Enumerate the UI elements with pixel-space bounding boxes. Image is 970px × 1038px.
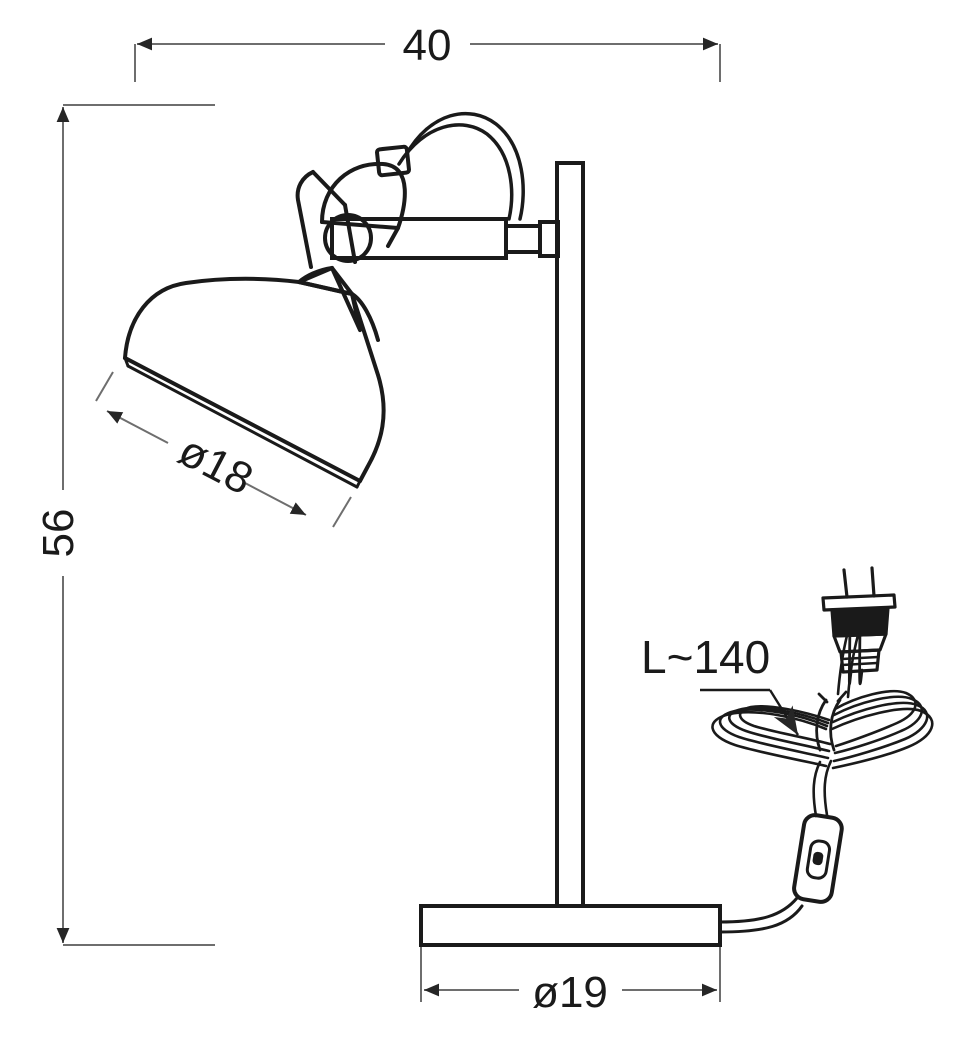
switch-rocker <box>805 839 832 880</box>
dimension-label-base-diameter: ø19 <box>532 968 608 1017</box>
lamp-shade <box>123 276 386 489</box>
extension-line-shade-lower <box>332 496 352 528</box>
switch-indicator-slot <box>812 851 824 866</box>
plug-cable-exit-b <box>858 626 864 685</box>
power-cable <box>718 896 804 934</box>
ball-joint-left-face <box>311 170 347 207</box>
shade-outer-body <box>123 276 386 483</box>
extension-line-shade-upper <box>95 371 114 402</box>
ball-joint <box>311 144 411 248</box>
coil-to-switch-link-b <box>823 759 833 817</box>
neck-stem-left <box>295 170 315 269</box>
plug-cable-exit <box>847 622 853 686</box>
switch-housing <box>792 813 844 904</box>
shade-rim-outer-edge <box>123 356 362 483</box>
power-plug <box>821 566 897 686</box>
cable-loop-outer-line <box>404 111 525 221</box>
lamp-base <box>419 904 722 947</box>
shade-rim-cap-left <box>123 356 130 368</box>
dimension-base-diameter: ø19 <box>420 947 721 1017</box>
dimension-line-shade-lower-segment <box>244 482 307 516</box>
dimension-cable-length: L~140 <box>641 631 800 736</box>
cable-connector-block <box>375 144 411 178</box>
plug-flange <box>821 593 897 612</box>
ball-joint-seam <box>320 220 400 230</box>
leader-line-arrow <box>768 689 800 736</box>
base-slab <box>419 904 722 947</box>
dimension-label-cable-length: L~140 <box>641 631 770 683</box>
cable-loop-over-head <box>397 111 525 221</box>
shade-rim-inner-edge <box>126 364 359 489</box>
neck-right-flank <box>350 292 380 342</box>
plug-pin-left <box>842 568 849 599</box>
cable-loop-inner-line <box>397 123 514 221</box>
cable-base-exit-upper <box>718 896 799 924</box>
dimension-label-width: 40 <box>403 21 452 70</box>
coil-loop-right-2 <box>831 701 929 763</box>
dimension-line-shade-upper-segment <box>106 410 169 444</box>
coil-loop-right-3 <box>832 695 924 755</box>
pivot-pin-circle <box>323 213 373 263</box>
inline-rocker-switch <box>792 813 844 904</box>
cable-tie-ends <box>817 690 848 704</box>
cable-tie-strap-right <box>829 698 842 752</box>
coil-loop-right-4 <box>833 689 917 748</box>
dimension-overall-height: 56 <box>34 104 215 946</box>
pivot-pin <box>323 213 373 263</box>
coil-loop-right-1 <box>830 707 934 770</box>
shade-rim-cap-right <box>355 479 362 489</box>
neck-collar-band <box>297 266 362 332</box>
plug-pin-right <box>870 566 876 598</box>
neck-collar-edge <box>330 266 354 296</box>
arm-main-bar <box>330 217 508 260</box>
dimension-label-height: 56 <box>34 509 83 558</box>
ball-joint-dome <box>320 161 407 248</box>
cable-tie <box>815 690 848 752</box>
dimension-overall-width: 40 <box>134 21 721 82</box>
cable-base-exit-lower <box>718 904 804 934</box>
cable-tie-strap-left <box>815 698 828 752</box>
neck-collar-top-curve <box>297 266 334 284</box>
